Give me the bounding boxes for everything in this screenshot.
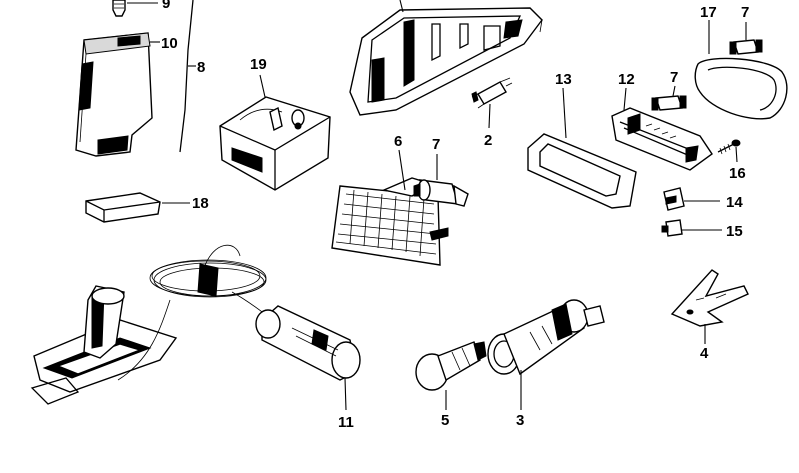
part-14-socket [663,187,720,211]
label-2: 2 [484,132,492,149]
label-7-right: 7 [670,69,678,86]
label-8: 8 [197,59,205,76]
part-17-lens [694,20,788,120]
part-18-pad [85,192,190,223]
label-15: 15 [726,223,743,240]
part-8-bracket-line [179,0,196,153]
label-12: 12 [618,71,635,88]
part-6-reflector [331,149,449,266]
label-5: 5 [441,412,449,429]
part-2-bulb [471,77,513,129]
part-7-bulb-right [651,85,687,111]
label-16: 16 [729,165,746,182]
part-7-bulb-top-right [729,22,763,55]
label-19: 19 [250,56,267,73]
label-3: 3 [516,412,524,429]
part-12-lamp-assembly [611,87,713,171]
label-10: 10 [161,35,178,52]
label-9: 9 [162,0,170,12]
label-11: 11 [338,414,354,431]
part-19-block [219,74,331,191]
part-7-bulb-center [413,154,469,207]
label-1: 1 [406,0,414,2]
part-4-bracket [670,269,749,344]
part-11-plug-cable [30,244,361,411]
label-13: 13 [555,71,572,88]
label-18: 18 [192,195,209,212]
label-17: 17 [700,4,717,21]
part-1-housing [349,0,543,116]
label-6: 6 [394,133,402,150]
part-13-gasket [527,87,637,209]
label-7-top-right: 7 [741,4,749,21]
part-3-socket [487,299,605,410]
part-5-bulb [415,341,487,410]
part-16-screw [717,139,741,163]
part-15-connector [661,219,722,237]
part-10-box-unit [75,32,160,157]
label-7-center: 7 [432,136,440,153]
part-9-bulb [112,0,158,17]
label-4: 4 [700,345,709,362]
label-14: 14 [726,194,743,211]
